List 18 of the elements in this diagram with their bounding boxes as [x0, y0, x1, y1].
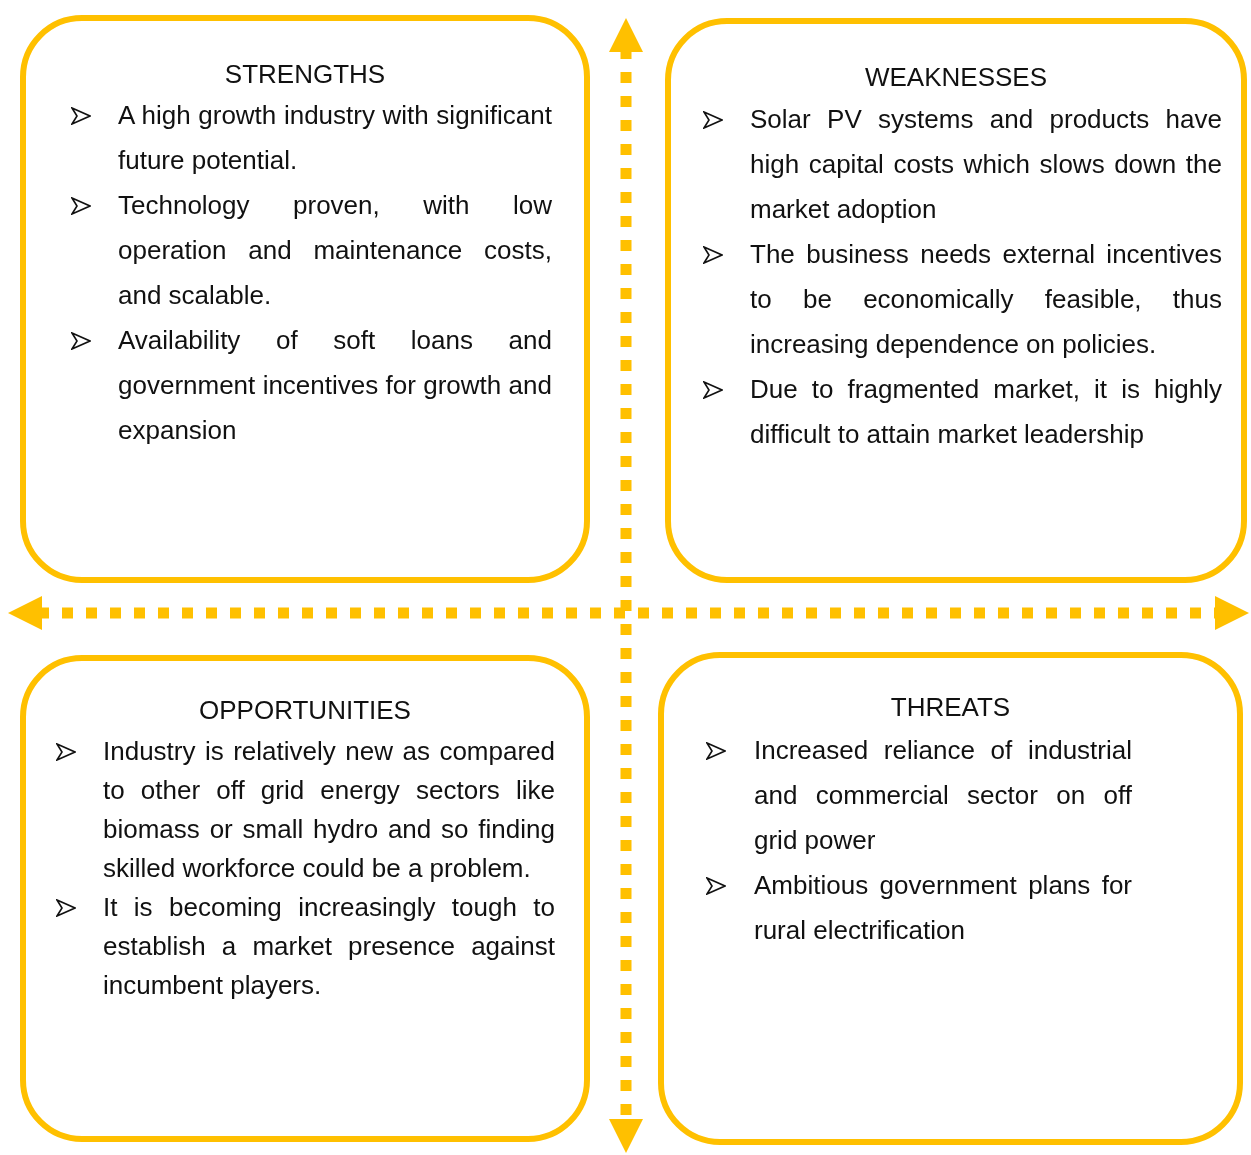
quadrant-box [20, 655, 590, 1142]
bullet-text: Solar PV systems and products have high capital costs which slows down the market adoption [750, 103, 1222, 226]
bullet-text: Due to fragmented market, it is highly difficult to attain market leadership [750, 373, 1222, 451]
bullet-text: Technology proven, with low operation and maintenance costs, and scalable. [118, 189, 552, 312]
bullet-text: It is becoming increasingly tough to establish a market presence against incumbent players. [103, 891, 555, 1002]
quadrant-box [20, 15, 590, 583]
quadrant-box [658, 652, 1243, 1145]
bullet-text: A high growth industry with significant future potential. [118, 99, 552, 177]
quadrant-heading: STRENGTHS [223, 59, 387, 90]
bullet-text: Industry is relatively new as compared to other off grid energy sectors like biomass or small hydro and so finding skilled workforce could be a problem. [103, 735, 555, 885]
quadrant-heading: WEAKNESSES [863, 62, 1049, 93]
bullet-text: Increased reliance of industrial and commercial sector on off grid power [754, 734, 1132, 857]
bullet-text: The business needs external incentives to be economically feasible, thus increasing dependence on policies. [750, 238, 1222, 361]
quadrant-heading: THREATS [889, 692, 1012, 723]
quadrant-heading: OPPORTUNITIES [198, 695, 412, 726]
bullet-text: Availability of soft loans and government incentives for growth and expansion [118, 324, 552, 447]
bullet-text: Ambitious government plans for rural electrification [754, 869, 1132, 947]
quadrant-box [665, 18, 1247, 583]
